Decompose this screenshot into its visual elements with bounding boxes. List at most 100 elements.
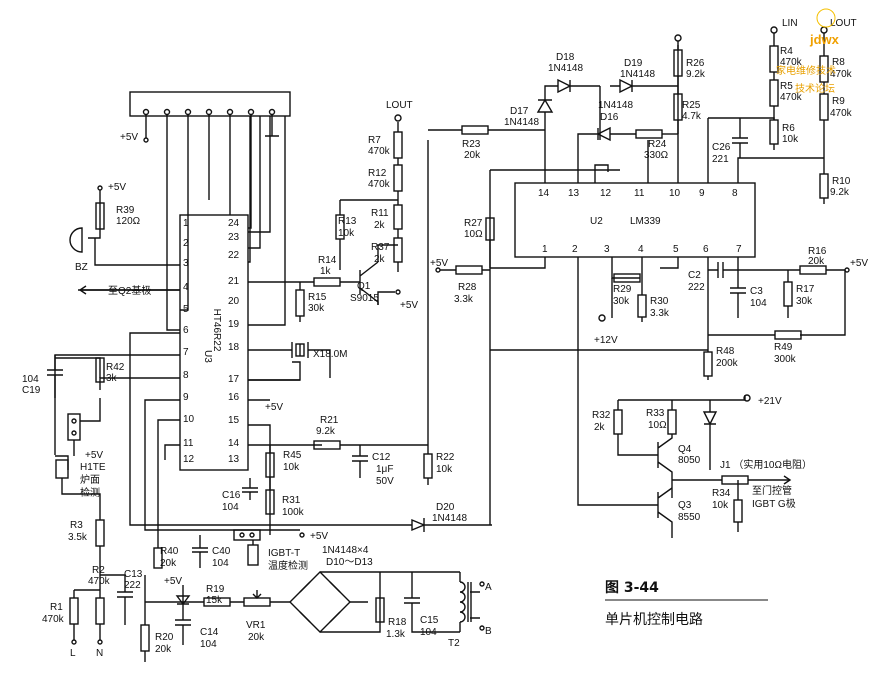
gate-label-1: 至门控管 [752, 484, 792, 497]
lout-label-1: LOUT [386, 100, 413, 111]
r28-ref: R28 [458, 282, 477, 293]
c19-ref: C19 [22, 385, 41, 396]
r19-value: 15k [206, 595, 223, 606]
t2-b: B [485, 626, 492, 637]
r30-ref: R30 [650, 296, 669, 307]
c26-ref: C26 [712, 142, 731, 153]
q1-region [295, 114, 403, 322]
line-sense-network [708, 26, 829, 204]
r12-value: 470k [368, 179, 391, 190]
h1te-label-3: 检测 [80, 486, 100, 499]
r39-value: 120Ω [116, 216, 141, 227]
u2-bottom-pin: 7 [736, 244, 742, 255]
r48-ref: R48 [716, 346, 735, 357]
r29-value: 30k [613, 296, 630, 307]
r26-ref: R26 [686, 58, 705, 69]
r2-ref: R2 [92, 565, 105, 576]
d18-ref: D18 [556, 52, 575, 63]
r15-value: 30k [308, 303, 325, 314]
q3-ref: Q3 [678, 500, 692, 511]
xtal-label: X18.0M [313, 349, 347, 360]
watermark-line1: jdwx [809, 32, 840, 47]
r1-ref: R1 [50, 602, 63, 613]
u3-left-pin: 6 [183, 325, 189, 336]
u2-bottom-pin: 2 [572, 244, 578, 255]
watermark-logo: jdwx 家电维修技术 技术论坛 [776, 8, 840, 95]
u3-right-pin: 21 [228, 276, 240, 287]
r7-value: 470k [368, 146, 391, 157]
bridge-label-2: D10～D13 [326, 557, 373, 568]
r9-value: 470k [830, 108, 853, 119]
r17-ref: R17 [796, 284, 815, 295]
h1te-plus5v: +5V [85, 450, 103, 461]
r39-ref: R39 [116, 205, 135, 216]
r42-ref: R42 [106, 362, 125, 373]
d19-value: 1N4148 [620, 69, 655, 80]
figure-caption: 单片机控制电路 [605, 612, 703, 628]
r45-value: 10k [283, 462, 300, 473]
c15-ref: C15 [420, 615, 439, 626]
pin14-network [242, 140, 433, 515]
q1-value: S9015 [350, 293, 379, 304]
r33-value: 10Ω [648, 420, 667, 431]
plus21v-label: +21V [758, 396, 782, 407]
vr1-value: 20k [248, 632, 265, 643]
buzzer: BZ [69, 205, 101, 273]
r49-ref: R49 [774, 342, 793, 353]
driver-stage [577, 394, 792, 538]
u3-left-pin: 2 [183, 238, 189, 249]
r45-ref: R45 [283, 450, 302, 461]
c14-ref: C14 [200, 627, 219, 638]
q4-ref: Q4 [678, 444, 692, 455]
watermark-line2: 家电维修技术 [776, 64, 836, 77]
c3-ref: C3 [750, 286, 763, 297]
r6-ref: R6 [782, 123, 795, 134]
r28-plus5v: +5V [430, 258, 448, 269]
n-label: N [96, 648, 103, 659]
u3-right-pin: 22 [228, 250, 240, 261]
igbt-label-2: 温度检测 [268, 559, 308, 572]
d19-ref: D19 [624, 58, 643, 69]
u2-bottom-pin: 3 [604, 244, 610, 255]
plus12v-label: +12V [594, 335, 618, 346]
r34-ref: R34 [712, 488, 731, 499]
lout-label-2: LOUT [830, 18, 857, 29]
r16-ref: R16 [808, 246, 827, 257]
u2-bottom-pin: 6 [703, 244, 709, 255]
display-connector [129, 91, 291, 331]
d16-ref: D16 [600, 112, 619, 123]
r16-value: 20k [808, 256, 825, 267]
r19-ref: R19 [206, 584, 225, 595]
q2-label: 至Q2基极 [108, 284, 151, 297]
r8-value: 470k [830, 69, 853, 80]
u3-left-pin: 11 [183, 438, 194, 449]
c19-value: 104 [22, 374, 39, 385]
u2-top-pin: 13 [568, 188, 580, 199]
bridge-label-1: 1N4148×4 [322, 545, 369, 556]
l-label: L [70, 648, 76, 659]
d17-ref: D17 [510, 106, 529, 117]
r20-ref: R20 [155, 632, 174, 643]
r22-value: 10k [436, 464, 453, 475]
r27-value: 10Ω [464, 229, 483, 240]
u2-top-pin: 8 [732, 188, 738, 199]
c40-ref: C40 [212, 546, 231, 557]
watermark-line3: 技术论坛 [795, 82, 835, 95]
u3-left-pin: 5 [183, 304, 189, 315]
r14-ref: R14 [318, 255, 337, 266]
r7-ref: R7 [368, 135, 381, 146]
c14-value: 104 [200, 639, 217, 650]
j1-label: J1 （实用10Ω电阻） [720, 458, 812, 471]
u3-right-pin: 20 [228, 296, 240, 307]
q1-plus5v: +5V [400, 300, 418, 311]
r11-ref: R11 [371, 208, 389, 219]
bridge-network: +5V [140, 571, 485, 662]
u3-right-pin: 24 [228, 218, 240, 229]
r21-value: 9.2k [316, 426, 336, 437]
r26-value: 9.2k [686, 69, 706, 80]
r9-ref: R9 [832, 96, 845, 107]
c12-ref: C12 [372, 452, 391, 463]
